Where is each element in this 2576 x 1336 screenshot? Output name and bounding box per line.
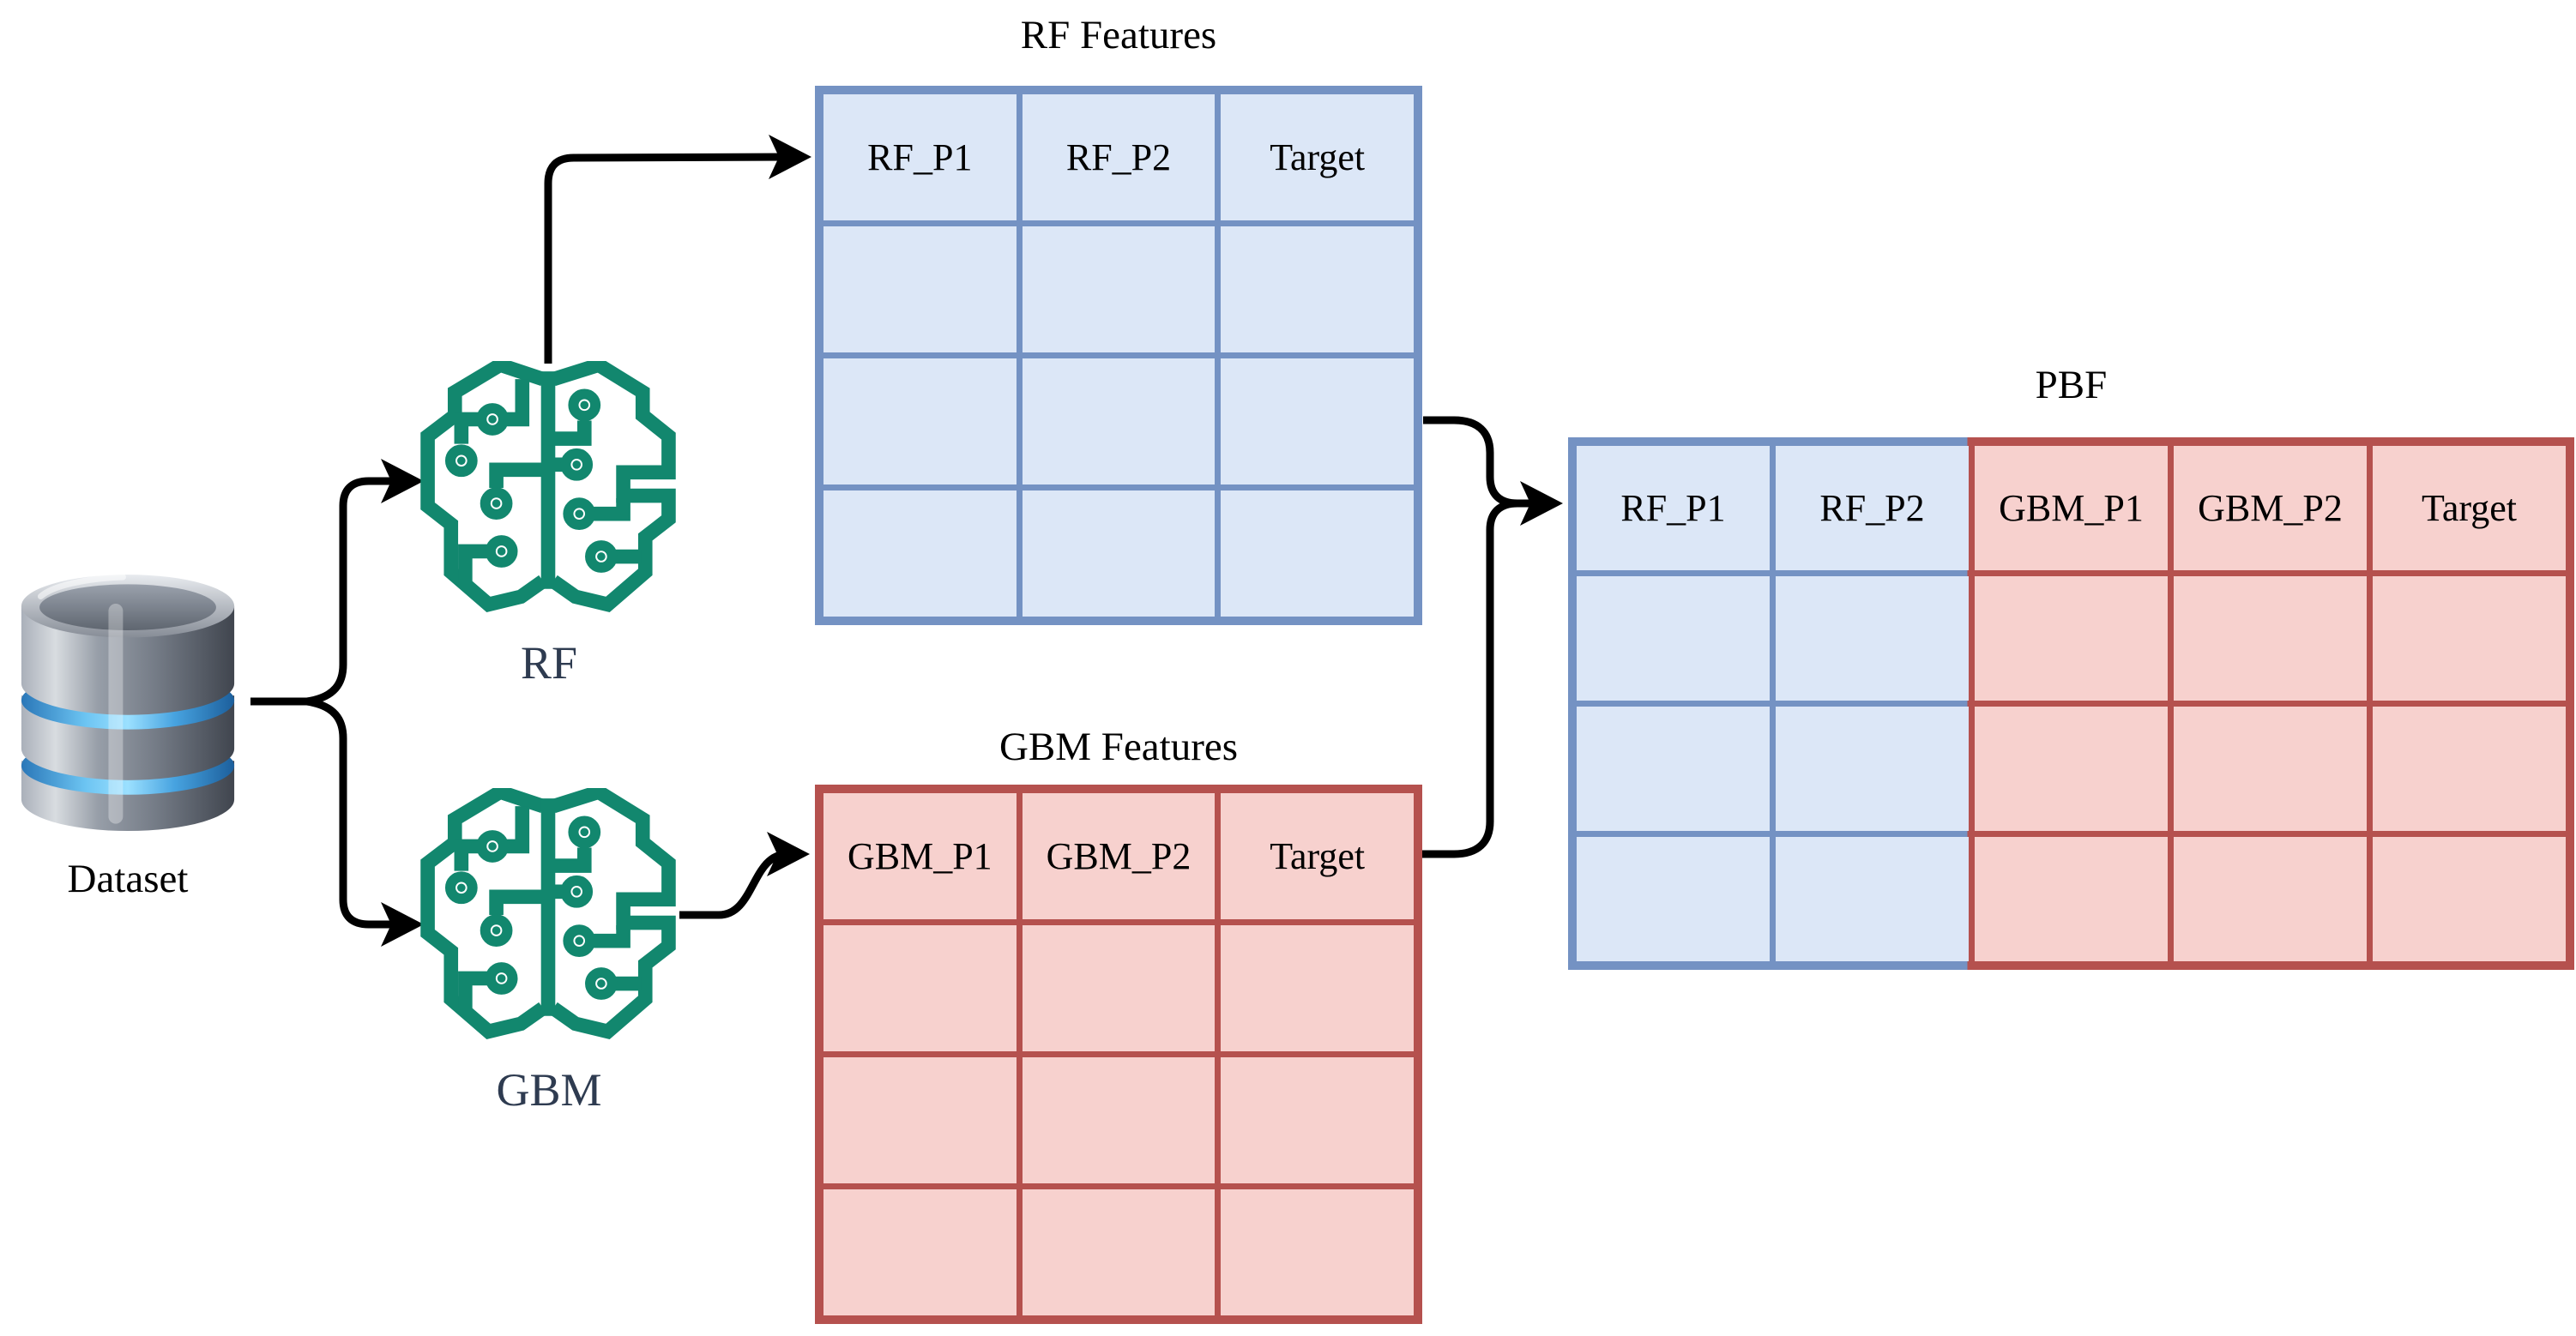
table-cell [823, 490, 1017, 617]
table-cell [2174, 707, 2367, 831]
gbm-model-icon [419, 784, 678, 1051]
rf-model-icon [419, 357, 678, 624]
table-cell [823, 1057, 1017, 1183]
table-cell [1577, 837, 1770, 961]
table-cell [823, 1189, 1017, 1315]
table-cell [823, 358, 1017, 484]
table-cell [1221, 226, 1414, 352]
gbm-model-label: GBM [496, 1064, 602, 1116]
table-cell [823, 925, 1017, 1051]
table-cell [1221, 490, 1414, 617]
table-cell [1975, 707, 2168, 831]
column-header: GBM_P2 [1022, 793, 1216, 919]
arrow-rftable-to-pbf [1423, 416, 1539, 508]
arrow-rf-to-table [544, 153, 788, 364]
table-cell [1022, 358, 1216, 484]
table-cell [1975, 837, 2168, 961]
table-cell [1221, 1057, 1414, 1183]
table-cell [823, 226, 1017, 352]
arrow-gbm-to-table [679, 850, 788, 919]
table-cell [1022, 226, 1216, 352]
table-cell [1022, 490, 1216, 617]
table-cell [1776, 576, 1969, 701]
column-header: GBM_P1 [1975, 446, 2168, 570]
table-cell [2373, 707, 2566, 831]
column-header: Target [1221, 94, 1414, 220]
column-header: RF_P2 [1776, 446, 1969, 570]
dataset-label: Dataset [67, 857, 189, 901]
column-header: Target [2373, 446, 2566, 570]
rf-model-label: RF [520, 637, 578, 689]
table-cell [1776, 707, 1969, 831]
table-cell [1577, 707, 1770, 831]
table-cell [2373, 837, 2566, 961]
table-cell [2373, 576, 2566, 701]
arrow-dataset-to-gbm [306, 697, 401, 929]
table-cell [2174, 576, 2367, 701]
arrow-gbmtable-to-pbf [1415, 499, 1539, 858]
column-header: RF_P1 [823, 94, 1017, 220]
column-header: GBM_P1 [823, 793, 1017, 919]
table-cell [1022, 1189, 1216, 1315]
table-cell [1577, 576, 1770, 701]
table-cell [1221, 358, 1414, 484]
pbf-title: PBF [2035, 363, 2108, 407]
column-header: RF_P1 [1577, 446, 1770, 570]
column-header: Target [1221, 793, 1414, 919]
table-cell [1776, 837, 1969, 961]
column-header: RF_P2 [1022, 94, 1216, 220]
table-cell [1221, 1189, 1414, 1315]
table-cell [2174, 837, 2367, 961]
gbm-features-title: GBM Features [998, 725, 1239, 769]
table-cell [1221, 925, 1414, 1051]
table-cell [1022, 1057, 1216, 1183]
table-cell [1022, 925, 1216, 1051]
arrow-dataset-to-rf [306, 477, 401, 706]
column-header: GBM_P2 [2174, 446, 2367, 570]
table-cell [1975, 576, 2168, 701]
arrowheads [381, 135, 1563, 947]
rf-features-title: RF Features [1020, 13, 1217, 57]
database-icon [7, 564, 249, 844]
